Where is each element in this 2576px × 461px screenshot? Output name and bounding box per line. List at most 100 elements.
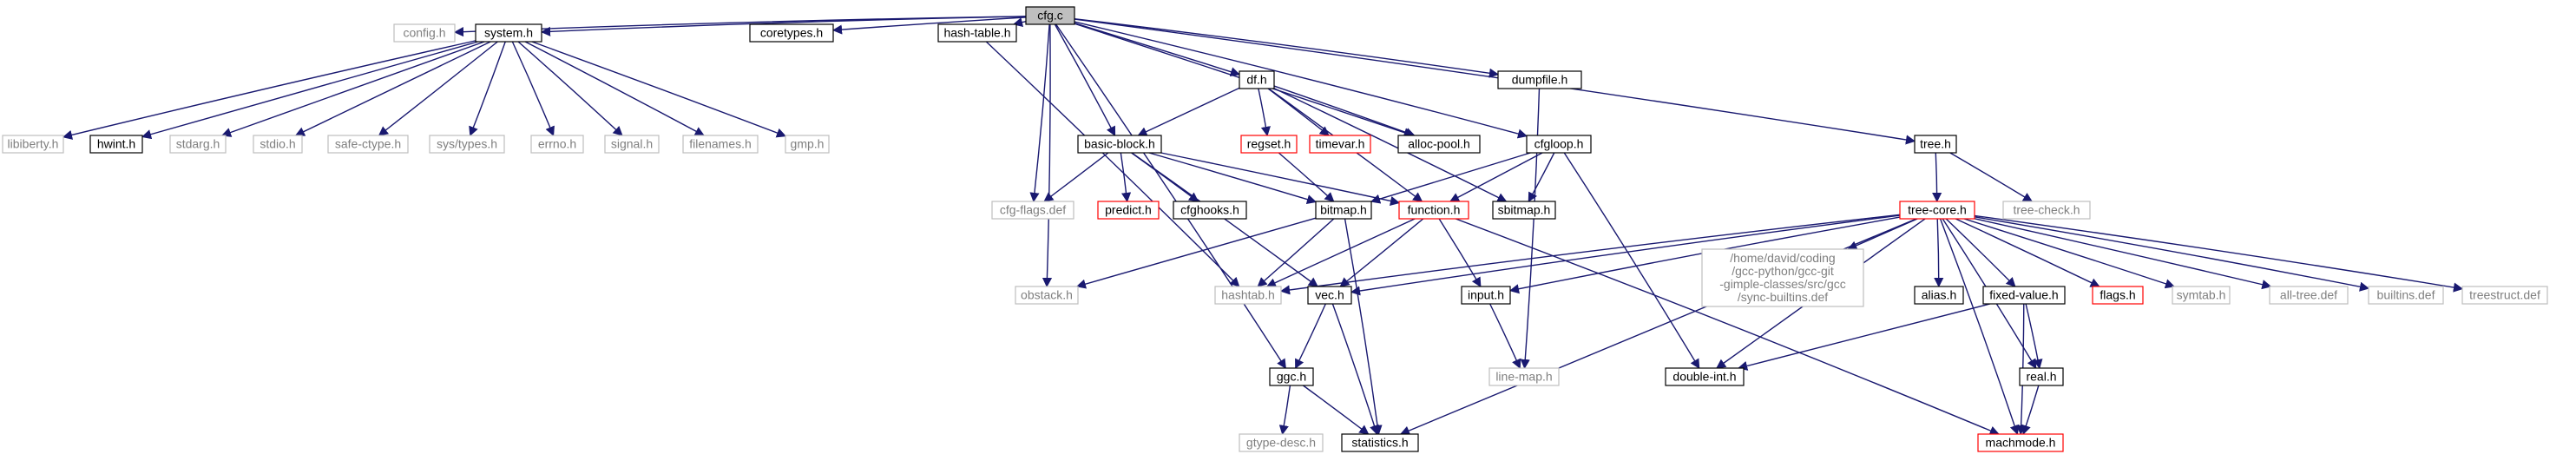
node-tree-h[interactable]: tree.h xyxy=(1914,135,1957,154)
node-fixed-value-h[interactable]: fixed-value.h xyxy=(1982,286,2066,305)
edge-cfg_c-to-tree_h xyxy=(1074,18,1916,145)
node-signal-h: signal.h xyxy=(604,135,660,154)
node-hash-table-h[interactable]: hash-table.h xyxy=(937,23,1017,43)
node-box xyxy=(749,23,834,43)
edge-df_h-to-timevar_h xyxy=(1267,88,1330,136)
node-label: hashtab.h xyxy=(1221,288,1275,302)
edge-system_h-to-hwint_h xyxy=(141,41,478,140)
node-sbitmap-h[interactable]: sbitmap.h xyxy=(1492,201,1556,220)
node-label: builtins.def xyxy=(2377,288,2435,302)
node-box xyxy=(1914,135,1957,154)
node-box xyxy=(1397,135,1481,154)
edge-cfg_c-to-system_h xyxy=(540,16,1027,36)
node-cfg-c[interactable]: cfg.c xyxy=(1025,6,1075,25)
node-box xyxy=(2269,286,2349,305)
edge-system_h-to-filenames_h xyxy=(524,41,705,136)
node-double-int-h[interactable]: double-int.h xyxy=(1665,367,1745,386)
node-label: bitmap.h xyxy=(1320,203,1367,217)
node-box xyxy=(1526,135,1592,154)
node-hwint-h[interactable]: hwint.h xyxy=(89,135,143,154)
node-box xyxy=(937,23,1017,43)
node-box xyxy=(1025,6,1075,25)
node-label: stdio.h xyxy=(260,137,295,151)
node-label: input.h xyxy=(1468,288,1504,302)
node-box xyxy=(1398,201,1469,220)
node-label: -gimple-classes/src/gcc xyxy=(1719,277,1845,291)
node-system-h[interactable]: system.h xyxy=(475,23,542,43)
node-line-map-h: line-map.h xyxy=(1488,367,1560,386)
edge-cfgloop_h-to-sbitmap_h xyxy=(1528,152,1555,202)
edge-system_h-to-safe_ctype_h xyxy=(378,41,498,136)
node-regset-h[interactable]: regset.h xyxy=(1240,135,1298,154)
edge-system_h-to-errno_h xyxy=(511,41,555,137)
node-gmp-h: gmp.h xyxy=(785,135,830,154)
edge-tree_core_h-to-vec_h xyxy=(1350,214,1901,296)
node-box xyxy=(2,135,64,154)
node-box xyxy=(1665,367,1745,386)
node-basic-block-h[interactable]: basic-block.h xyxy=(1077,135,1162,154)
node-predict-h[interactable]: predict.h xyxy=(1097,201,1160,220)
node-cfgloop-h[interactable]: cfgloop.h xyxy=(1526,135,1592,154)
node-symtab-h: symtab.h xyxy=(2172,286,2231,305)
node-ggc-h[interactable]: ggc.h xyxy=(1269,367,1314,386)
node-label: /sync-builtins.def xyxy=(1738,290,1828,304)
node-all-tree-def: all-tree.def xyxy=(2269,286,2349,305)
edges-layer xyxy=(62,16,2464,436)
node-treestruct-def: treestruct.def xyxy=(2461,286,2548,305)
edge-regset_h-to-bitmap_h xyxy=(1278,152,1335,202)
edge-tree_core_h-to-flags_h xyxy=(1955,218,2100,287)
node-box xyxy=(169,135,227,154)
node-real-h[interactable]: real.h xyxy=(2019,367,2064,386)
node-label: ggc.h xyxy=(1277,370,1306,384)
node-label: gmp.h xyxy=(791,137,825,151)
node-dumpfile-h[interactable]: dumpfile.h xyxy=(1497,70,1582,89)
node-vec-h[interactable]: vec.h xyxy=(1307,286,1352,305)
node-label: errno.h xyxy=(538,137,576,151)
node-timevar-h[interactable]: timevar.h xyxy=(1309,135,1371,154)
node-label: alloc-pool.h xyxy=(1408,137,1470,151)
edge-tree_h-to-tree_core_h xyxy=(1932,152,1942,203)
node-alias-h[interactable]: alias.h xyxy=(1914,286,1964,305)
node-stdarg-h: stdarg.h xyxy=(169,135,227,154)
node-libiberty-h: libiberty.h xyxy=(2,135,64,154)
node-function-h[interactable]: function.h xyxy=(1398,201,1469,220)
node-cfghooks-h[interactable]: cfghooks.h xyxy=(1173,201,1247,220)
node-flags-h[interactable]: flags.h xyxy=(2092,286,2144,305)
node-bitmap-h[interactable]: bitmap.h xyxy=(1315,201,1372,220)
node-gtype-desc-h: gtype-desc.h xyxy=(1239,433,1324,452)
node-label: safe-ctype.h xyxy=(335,137,401,151)
edge-basic_block_h-to-cfg_flags_def xyxy=(1043,152,1109,202)
node-label: flags.h xyxy=(2100,288,2135,302)
edge-cfg_c-to-coretypes_h xyxy=(831,16,1027,35)
node-box xyxy=(2461,286,2548,305)
node-coretypes-h[interactable]: coretypes.h xyxy=(749,23,834,43)
node-tree-check-h: tree-check.h xyxy=(2002,201,2091,220)
node-machmode-h[interactable]: machmode.h xyxy=(1977,433,2064,452)
edge-df_h-to-alloc_pool_h xyxy=(1273,85,1416,137)
edge-cfg_c-to-ggc_h xyxy=(1055,23,1286,369)
node-box xyxy=(991,201,1074,220)
node-input-h[interactable]: input.h xyxy=(1461,286,1511,305)
edge-function_h-to-hashtab_h xyxy=(1265,218,1416,287)
edge-basic_block_h-to-bitmap_h xyxy=(1148,152,1318,205)
edge-bitmap_h-to-statistics_h xyxy=(1344,218,1383,436)
edge-fixed_value_h-to-double_int_h xyxy=(1738,303,1991,371)
edge-basic_block_h-to-function_h xyxy=(1160,152,1401,206)
node-box xyxy=(1097,201,1160,220)
edge-system_h-to-gmp_h xyxy=(531,41,787,138)
node-box xyxy=(2172,286,2231,305)
node-box xyxy=(1461,286,1511,305)
node-tree-core-h[interactable]: tree-core.h xyxy=(1899,201,1975,220)
node-label: statistics.h xyxy=(1351,436,1408,450)
node-box xyxy=(89,135,143,154)
node-label: df.h xyxy=(1246,73,1266,87)
edge-cfgloop_h-to-bitmap_h xyxy=(1370,152,1531,204)
node-alloc-pool-h[interactable]: alloc-pool.h xyxy=(1397,135,1481,154)
node-statistics-h[interactable]: statistics.h xyxy=(1341,433,1419,452)
node-label: regset.h xyxy=(1247,137,1291,151)
node-safe-ctype-h: safe-ctype.h xyxy=(327,135,409,154)
node-filenames-h: filenames.h xyxy=(682,135,759,154)
node-df-h[interactable]: df.h xyxy=(1239,70,1275,89)
node-box xyxy=(327,135,409,154)
